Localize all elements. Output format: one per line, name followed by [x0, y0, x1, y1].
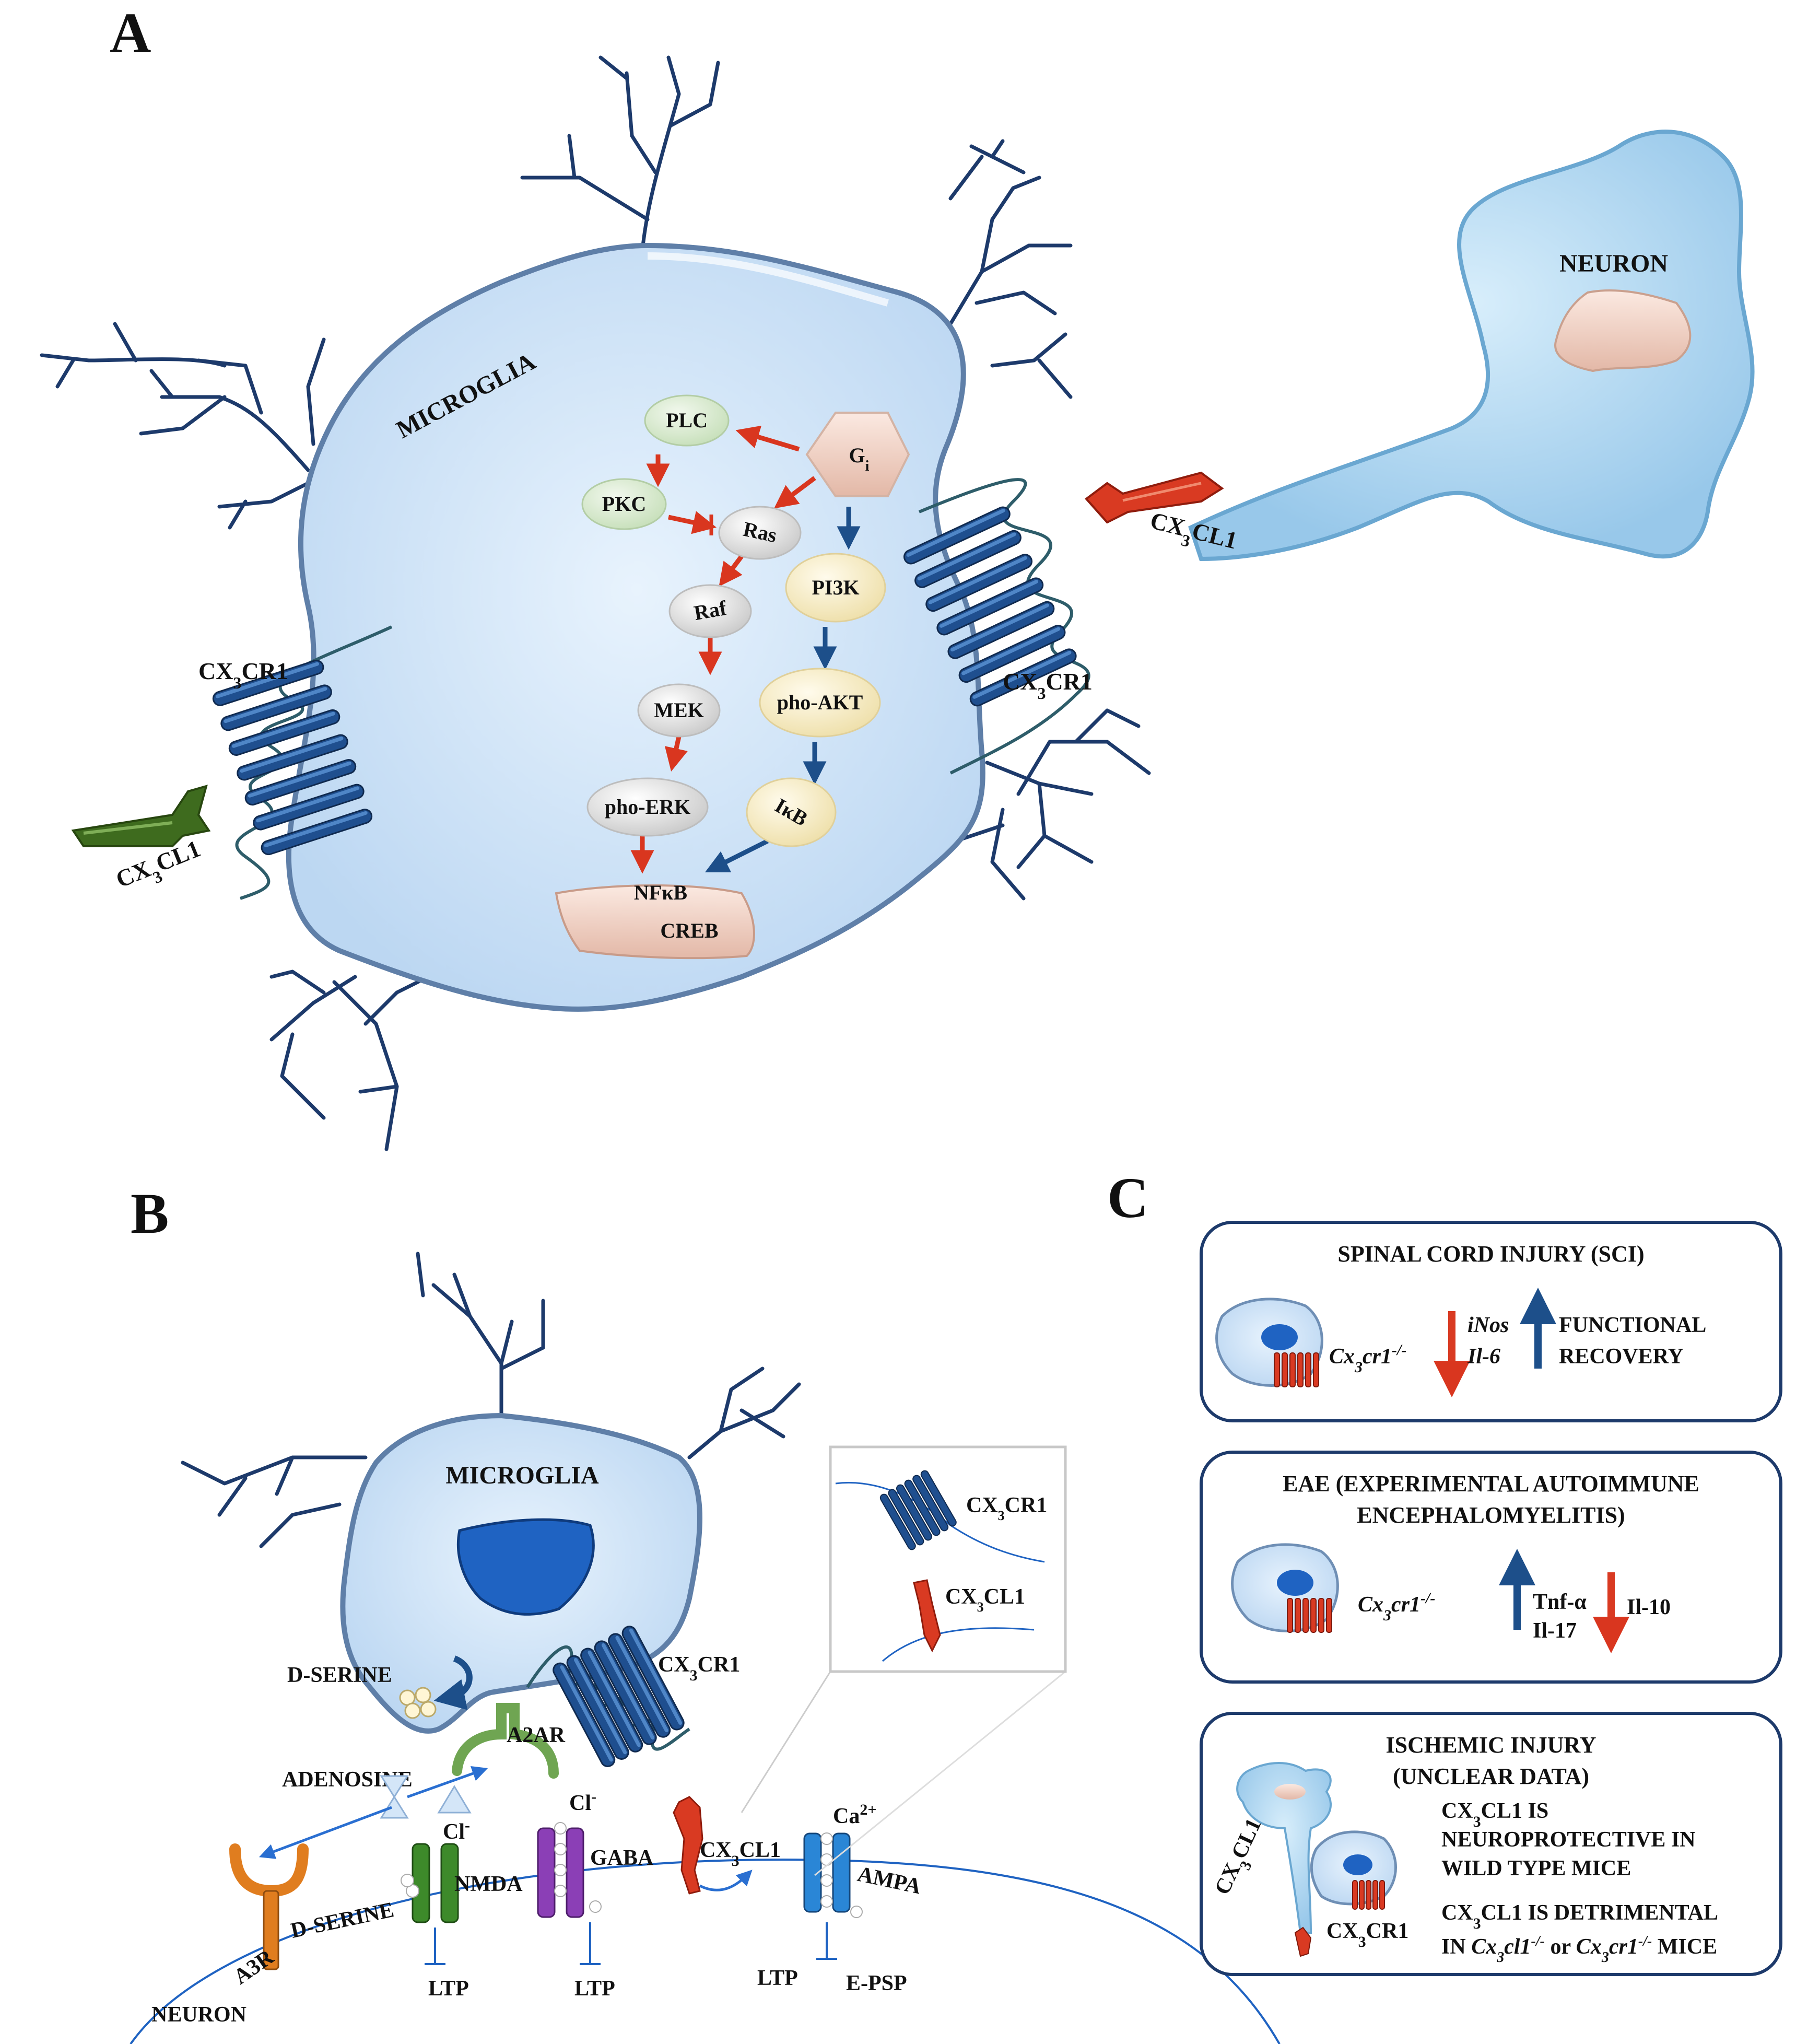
signaling-arrows [630, 425, 861, 874]
cx3cr1-label-b: CX3CR1 [658, 1653, 740, 1684]
microglia-processes-b [181, 1252, 801, 1548]
panel-a-letter: A [110, 1, 151, 65]
cx3cl1-ligand-red-a: CX3CL1 [1085, 471, 1240, 554]
svg-text:MEK: MEK [654, 698, 704, 722]
svg-text:NFκB: NFκB [634, 881, 687, 904]
eae-title-1: EAE (EXPERIMENTAL AUTOIMMUNE [1283, 1471, 1699, 1497]
svg-text:Ca2+: Ca2+ [833, 1801, 876, 1829]
d-serine-label-bottom: D-SERINE [289, 1898, 396, 1943]
panel-a: A [40, 1, 1755, 1151]
panel-b-letter: B [131, 1182, 169, 1245]
microglia-nucleus-b [456, 1518, 595, 1616]
node-ikb: IκB [746, 777, 837, 847]
inset-box: CX3CR1 CX3CL1 [741, 1445, 1067, 1876]
sci-title: SPINAL CORD INJURY (SCI) [1337, 1241, 1644, 1267]
neuron-label-b: NEURON [151, 2003, 246, 2027]
node-mek: MEK [637, 683, 721, 738]
node-pkc: PKC [581, 478, 667, 530]
eae-title-2: ENCEPHALOMYELITIS) [1357, 1502, 1625, 1528]
neuron-membrane-b [130, 1858, 1281, 2044]
ischemic-line-5: IN Cx3cl1-/- or Cx3cr1-/- MICE [1441, 1933, 1717, 1966]
ischemic-cx3cr1-label: CX3CR1 [1326, 1919, 1408, 1950]
sci-up-2: RECOVERY [1559, 1345, 1684, 1369]
node-nfkb-creb: NFκB CREB [555, 881, 755, 960]
node-pho-erk: pho-ERK [586, 777, 709, 837]
svg-text:CX3CL1: CX3CL1 [700, 1838, 781, 1870]
sci-microglia-icon [1215, 1298, 1323, 1387]
ischemic-line-1: CX3CL1 IS [1441, 1799, 1548, 1830]
eae-microglia-icon [1231, 1543, 1339, 1633]
svg-text:LTP: LTP [428, 1977, 469, 2001]
svg-text:PKC: PKC [602, 492, 646, 516]
sci-genotype: Cx3cr1-/- [1329, 1341, 1406, 1376]
svg-text:Gi: Gi [849, 443, 870, 474]
adenosine-to-a3r-arrow [259, 1806, 392, 1859]
node-plc: PLC [644, 394, 730, 447]
svg-text:GABA: GABA [590, 1846, 654, 1870]
svg-text:Raf: Raf [692, 596, 729, 625]
eae-box: EAE (EXPERIMENTAL AUTOIMMUNE ENCEPHALOMY… [1200, 1451, 1782, 1684]
cx3cr1-label-left: CX3CR1 [198, 658, 288, 692]
ischemic-title-2: (UNCLEAR DATA) [1393, 1763, 1589, 1789]
svg-text:CX3CL1: CX3CL1 [945, 1585, 1025, 1615]
neuron-a: NEURON [1188, 130, 1755, 562]
svg-text:CX3CR1: CX3CR1 [966, 1493, 1047, 1523]
svg-text:PLC: PLC [666, 408, 708, 432]
svg-text:E-PSP: E-PSP [846, 1971, 907, 1995]
gaba-channel: GABA Cl- LTP [537, 1788, 654, 2001]
node-ras: Ras [718, 506, 802, 560]
eae-up-1: Tnf-α [1533, 1590, 1587, 1614]
svg-text:Cl-: Cl- [443, 1817, 470, 1844]
adenosine-to-a2ar-arrow [407, 1766, 488, 1798]
cx3cr1-receptor-left: CX3CR1 [198, 625, 393, 900]
sci-up-1: FUNCTIONAL [1559, 1313, 1706, 1337]
nmda-channel: NMDA Cl- LTP [401, 1817, 523, 2001]
eae-down-1: Il-10 [1627, 1595, 1671, 1619]
d-serine-label-top: D-SERINE [287, 1663, 392, 1687]
panel-b: B MICROGLIA [130, 1182, 1281, 2044]
sci-box: SPINAL CORD INJURY (SCI) Cx3cr1-/- iNos … [1200, 1221, 1782, 1422]
node-gi: Gi [805, 412, 910, 497]
neuron-nucleus-a [1554, 289, 1692, 372]
d-serine-release-arrow [433, 1655, 473, 1710]
ischemic-microglia-icon [1310, 1830, 1397, 1910]
ischemic-title-1: ISCHEMIC INJURY [1386, 1732, 1596, 1758]
eae-up-2: Il-17 [1533, 1619, 1577, 1643]
ischemic-line-2: NEUROPROTECTIVE IN [1441, 1828, 1696, 1852]
neuron-label-a: NEURON [1559, 250, 1668, 277]
panel-c: C SPINAL CORD INJURY (SCI) Cx3cr1-/- iNo… [1107, 1166, 1782, 1976]
ischemic-line-4: CX3CL1 IS DETRIMENTAL [1441, 1901, 1718, 1932]
panel-c-letter: C [1107, 1166, 1148, 1230]
svg-text:Cl-: Cl- [569, 1788, 596, 1816]
svg-text:AMPA: AMPA [855, 1862, 923, 1899]
microglia-label-b: MICROGLIA [445, 1462, 599, 1489]
svg-text:CREB: CREB [660, 919, 718, 942]
adenosine-molecules [380, 1775, 472, 1819]
cx3cr1-label-right: CX3CR1 [1003, 668, 1093, 703]
cx3cr1-receptor-b: CX3CR1 [526, 1623, 740, 1770]
node-raf: Raf [668, 584, 752, 638]
ischemic-neuron-icon [1236, 1762, 1332, 1957]
sci-down-2: Il-6 [1467, 1345, 1500, 1369]
ischemic-line-3: WILD TYPE MICE [1441, 1856, 1631, 1881]
ischemic-box: ISCHEMIC INJURY (UNCLEAR DATA) CX3CL1 [1200, 1712, 1782, 1976]
node-pi3k: PI3K [785, 553, 886, 623]
cx3cl1-ligand-b: CX3CL1 [673, 1796, 781, 1895]
svg-text:PI3K: PI3K [812, 576, 859, 599]
svg-text:LTP: LTP [757, 1966, 798, 1990]
ampa-channel: AMPA Ca2+ LTP E-PSP [757, 1801, 923, 1996]
d-serine-molecules [399, 1687, 437, 1719]
svg-text:NMDA: NMDA [454, 1872, 523, 1896]
eae-genotype: Cx3cr1-/- [1358, 1590, 1435, 1624]
cx3cl1-ligand-green: CX3CL1 [71, 785, 211, 893]
svg-text:LTP: LTP [574, 1977, 615, 2001]
cx3cr1-receptor-right: CX3CR1 [901, 478, 1093, 775]
svg-text:A2AR: A2AR [507, 1723, 566, 1747]
svg-text:pho-ERK: pho-ERK [605, 795, 691, 819]
node-pho-akt: pho-AKT [759, 668, 881, 738]
svg-text:pho-AKT: pho-AKT [777, 691, 863, 714]
sci-down-1: iNos [1467, 1313, 1509, 1337]
a2ar-receptor: A2AR [452, 1703, 566, 1779]
